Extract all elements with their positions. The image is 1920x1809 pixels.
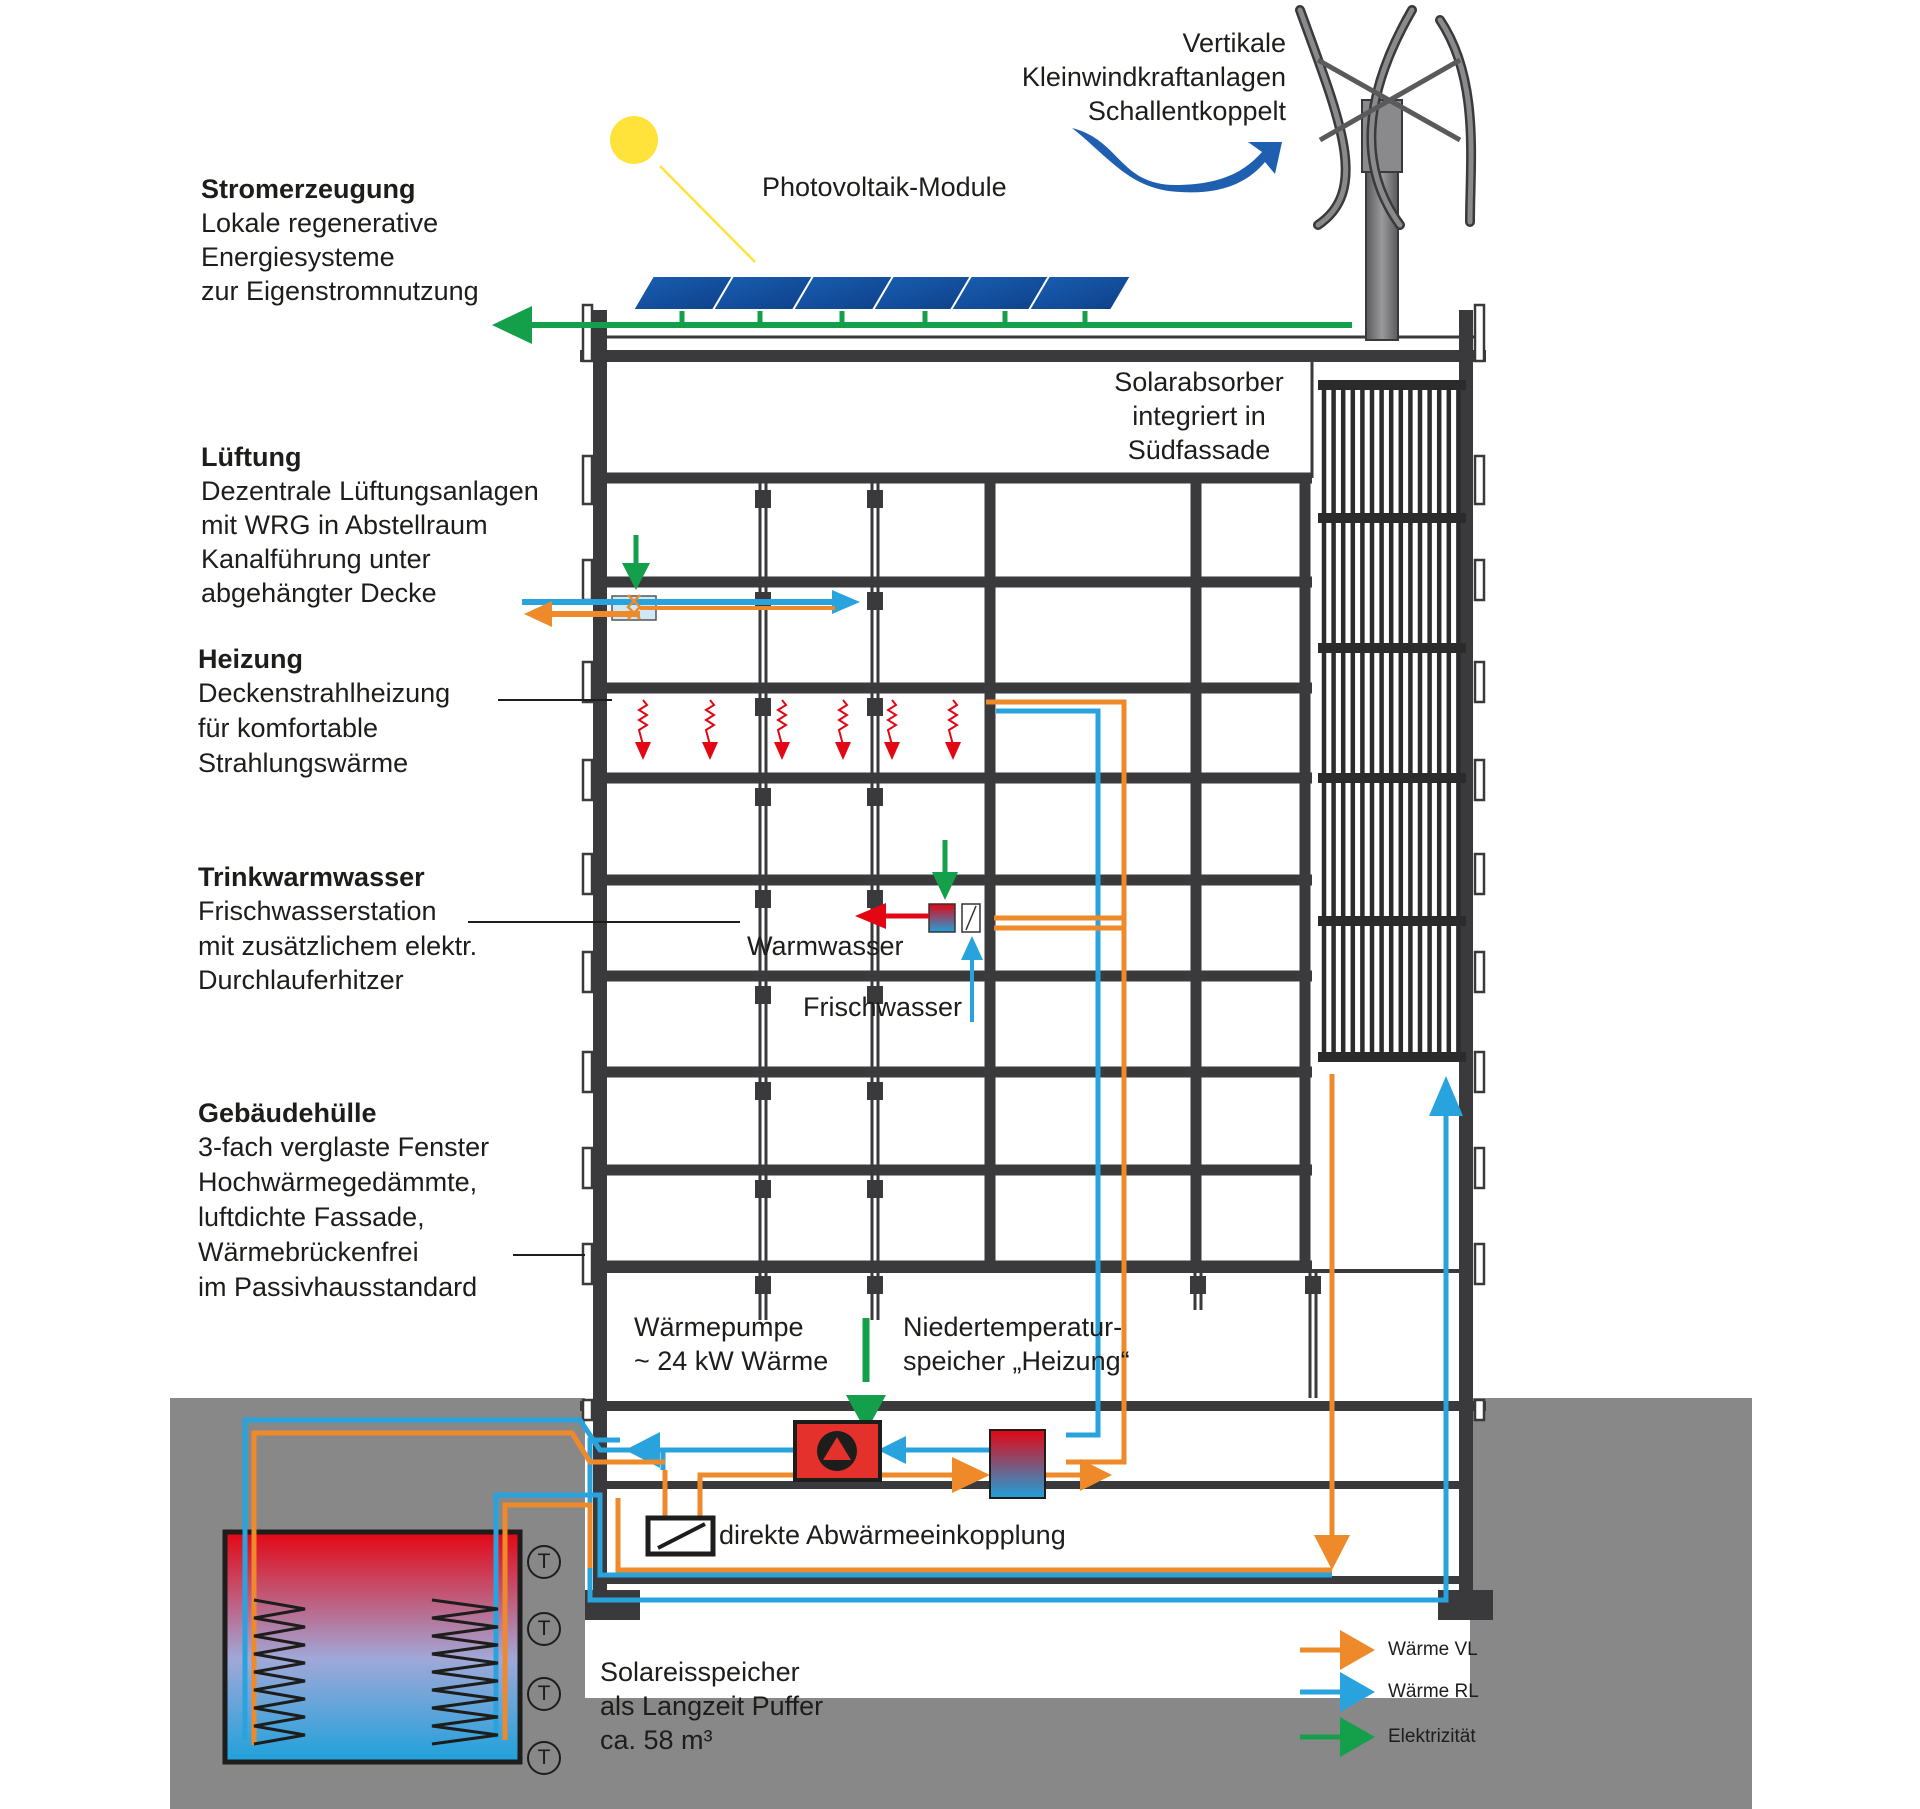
strom-title: Stromerzeugung [201,174,416,204]
lueftung-line-3: Kanalführung unter [201,544,431,574]
legend-electricity: Elektrizität [1388,1726,1476,1747]
solar-absorber-label-3: Südfassade [1127,435,1271,465]
low-temp-storage-label-2: speicher „Heizung“ [903,1346,1130,1376]
wind-label-2: Kleinwindkraftanlagen [1021,62,1286,92]
heizung-line-3: Strahlungswärme [198,748,409,778]
legend-heat-return: Wärme RL [1388,1681,1479,1702]
wind-label-1: Vertikale [1182,28,1286,58]
heizung-line-2: für komfortable [198,713,379,743]
waste-heat-label: direkte Abwärmeeinkopplung [719,1520,1066,1550]
pv-modules [631,275,1133,325]
strom-line-3: zur Eigenstromnutzung [201,276,479,306]
ventilation-unit [522,535,860,627]
pv-label: Photovoltaik-Module [762,172,1007,202]
heating-risers [986,699,1127,1465]
frischwasser-label: Frischwasser [803,992,963,1022]
lueftung-title: Lüftung [201,442,302,472]
trinkwasser-line-2: mit zusätzlichem elektr. [198,931,478,961]
lueftung-line-1: Dezentrale Lüftungsanlagen [201,476,539,506]
trinkwasser-line-3: Durchlauferhitzer [198,965,404,995]
heat-pump-label-1: Wärmepumpe [634,1312,804,1342]
heat-pump-section [625,1318,1112,1557]
heat-pump-label-2: ~ 24 kW Wärme [634,1346,829,1376]
temperature-sensor-icon: T [527,1677,561,1711]
low-temp-storage-label-1: Niedertemperatur- [903,1312,1123,1342]
wind-turbine [1295,5,1477,341]
radiant-heat-arrows [635,699,961,760]
decoupling-arrow-icon [1072,128,1282,193]
strom-line-2: Energiesysteme [201,242,395,272]
ice-storage-label-2: als Langzeit Puffer [600,1691,824,1721]
solar-absorber [1318,380,1466,1062]
sun-icon [610,116,658,164]
fresh-water-station [855,840,983,1022]
leader-lines [468,699,740,1256]
huelle-line-5: im Passivhausstandard [198,1272,478,1302]
wind-label-3: Schallentkoppelt [1087,96,1286,126]
temperature-sensor-icon: T [527,1612,561,1646]
pv-electricity-line [492,306,1352,344]
ice-storage-label-3: ca. 58 m³ [600,1725,713,1755]
huelle-line-4: Wärmebrückenfrei [198,1237,419,1267]
huelle-line-2: Hochwärmegedämmte, [198,1167,478,1197]
sun-ray [659,165,756,263]
legend-heat-supply: Wärme VL [1388,1639,1478,1660]
solar-absorber-label-1: Solarabsorber [1114,367,1284,397]
temperature-sensor-icon: T [527,1545,561,1579]
lueftung-line-2: mit WRG in Abstellraum [201,510,488,540]
solar-absorber-label-2: integriert in [1132,401,1266,431]
heizung-line-1: Deckenstrahlheizung [198,678,451,708]
huelle-line-3: luftdichte Fassade, [198,1202,425,1232]
heizung-title: Heizung [198,644,303,674]
warmwasser-label: Warmwasser [747,931,904,961]
huelle-line-1: 3-fach verglaste Fenster [198,1132,490,1162]
huelle-title: Gebäudehülle [198,1098,377,1128]
lueftung-line-4: abgehängter Decke [201,578,437,608]
trinkwasser-title: Trinkwarmwasser [198,862,425,892]
temperature-sensor-icon: T [527,1741,561,1775]
strom-line-1: Lokale regenerative [201,208,439,238]
low-temp-storage-icon [989,1429,1046,1499]
ice-storage [222,1417,1332,1765]
legend-swatches [1300,1630,1375,1757]
trinkwasser-line-1: Frischwasserstation [198,896,437,926]
ice-storage-label-1: Solareisspeicher [600,1657,800,1687]
